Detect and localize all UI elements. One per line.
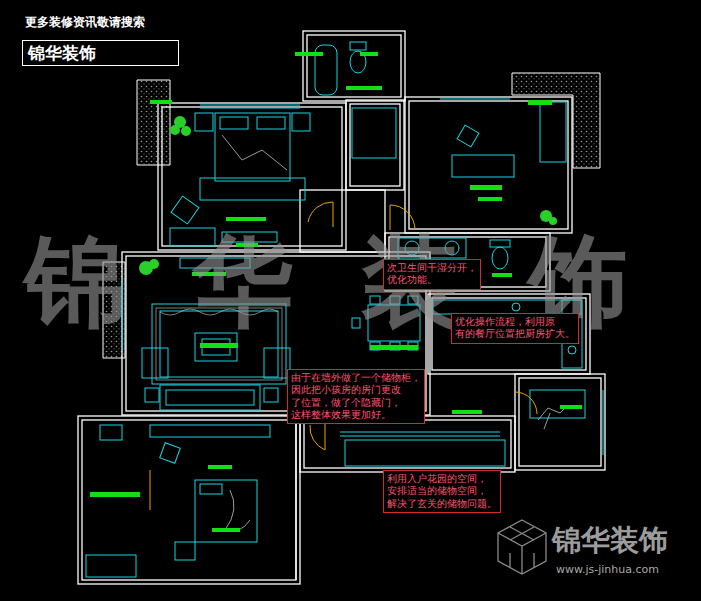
door-swing bbox=[333, 202, 334, 227]
wall bbox=[519, 378, 601, 466]
label-bar bbox=[452, 410, 482, 414]
search-hint: 更多装修资讯敬请搜索 bbox=[25, 14, 145, 31]
label-bar bbox=[295, 52, 323, 56]
wall bbox=[82, 420, 296, 580]
furniture bbox=[452, 155, 514, 177]
wall bbox=[409, 101, 568, 229]
wall bbox=[350, 104, 400, 186]
planter bbox=[137, 80, 170, 165]
label-bar bbox=[208, 465, 232, 469]
label-bar bbox=[90, 492, 140, 497]
bedding bbox=[225, 490, 250, 531]
wall bbox=[307, 35, 401, 97]
label-bar bbox=[470, 185, 502, 190]
label-bar bbox=[212, 528, 240, 532]
door-swing bbox=[325, 420, 326, 450]
wall bbox=[346, 100, 404, 190]
door-swing bbox=[308, 202, 333, 222]
furniture bbox=[200, 484, 222, 494]
furniture bbox=[568, 346, 576, 354]
wall bbox=[300, 416, 515, 472]
plant bbox=[170, 125, 180, 135]
wall bbox=[515, 374, 605, 470]
plant bbox=[181, 126, 191, 136]
wall bbox=[303, 31, 405, 101]
window bbox=[200, 108, 300, 109]
wall bbox=[405, 97, 572, 233]
furniture bbox=[352, 108, 396, 158]
note-text: 由于在墙外做了一个储物柜， 因此把小孩房的房门更改 了位置，做了个隐藏门， 这样… bbox=[291, 372, 421, 421]
wall bbox=[78, 416, 300, 584]
furniture bbox=[145, 388, 159, 402]
brand-name: 锦华装饰 bbox=[552, 521, 668, 561]
window bbox=[200, 105, 300, 106]
furniture bbox=[530, 390, 585, 418]
brand-cube bbox=[498, 520, 546, 574]
brand-cube bbox=[510, 527, 534, 567]
label-bar bbox=[370, 345, 418, 350]
furniture bbox=[100, 425, 122, 440]
furniture bbox=[257, 117, 285, 129]
logo-text: 锦华装饰 bbox=[28, 43, 178, 63]
note-text: 优化操作流程，利用原 有的餐厅位置把厨房扩大。 bbox=[455, 316, 575, 341]
callout-note: 利用入户花园的空间， 安排适当的储物空间， 解决了玄关的储物问题。 bbox=[383, 470, 501, 513]
note-text: 利用入户花园的空间， 安排适当的储物空间， 解决了玄关的储物问题。 bbox=[387, 473, 497, 510]
window bbox=[340, 432, 500, 433]
furniture bbox=[350, 42, 366, 50]
furniture bbox=[160, 385, 260, 410]
furniture bbox=[142, 348, 168, 378]
window bbox=[603, 390, 604, 455]
watermark: 锦华装饰 bbox=[25, 226, 697, 336]
furniture bbox=[195, 480, 257, 542]
furniture bbox=[166, 390, 254, 405]
brand-url: www.js-jinhua.com bbox=[556, 563, 659, 576]
furniture bbox=[292, 113, 310, 131]
furniture bbox=[220, 117, 248, 129]
furniture bbox=[171, 196, 199, 224]
wall bbox=[304, 420, 511, 468]
logo-box: 锦华装饰 bbox=[22, 40, 179, 66]
door-swing bbox=[515, 392, 537, 414]
brand-cube bbox=[498, 520, 546, 574]
furniture bbox=[345, 440, 505, 466]
label-bar bbox=[360, 52, 378, 56]
callout-note: 优化操作流程，利用原 有的餐厅位置把厨房扩大。 bbox=[451, 313, 579, 344]
window bbox=[340, 436, 500, 437]
label-bar bbox=[226, 217, 266, 221]
furniture bbox=[540, 102, 566, 162]
plant bbox=[549, 217, 557, 225]
furniture bbox=[195, 113, 213, 131]
door-swing bbox=[150, 470, 151, 510]
furniture bbox=[215, 113, 290, 181]
furniture bbox=[86, 555, 136, 577]
note-text: 次卫生间干湿分开， 优化功能。 bbox=[387, 262, 477, 287]
furniture bbox=[175, 542, 195, 560]
label-bar bbox=[560, 405, 582, 409]
furniture bbox=[150, 425, 270, 437]
label-bar bbox=[528, 100, 552, 105]
furniture bbox=[200, 178, 305, 200]
door-swing bbox=[310, 425, 325, 450]
planter bbox=[512, 73, 600, 168]
label-bar bbox=[200, 343, 238, 348]
furniture bbox=[195, 333, 237, 361]
callout-note: 由于在墙外做了一个储物柜， 因此把小孩房的房门更改 了位置，做了个隐藏门， 这样… bbox=[287, 369, 425, 424]
label-bar bbox=[478, 197, 502, 201]
label-bar bbox=[150, 100, 172, 104]
brand-cube bbox=[498, 533, 546, 574]
label-bar bbox=[346, 86, 382, 90]
furniture bbox=[264, 388, 278, 402]
callout-note: 次卫生间干湿分开， 优化功能。 bbox=[383, 259, 481, 290]
furniture bbox=[160, 443, 181, 464]
wall bbox=[295, 420, 296, 580]
furniture bbox=[457, 125, 479, 147]
bedding bbox=[222, 135, 287, 170]
window bbox=[440, 99, 510, 100]
